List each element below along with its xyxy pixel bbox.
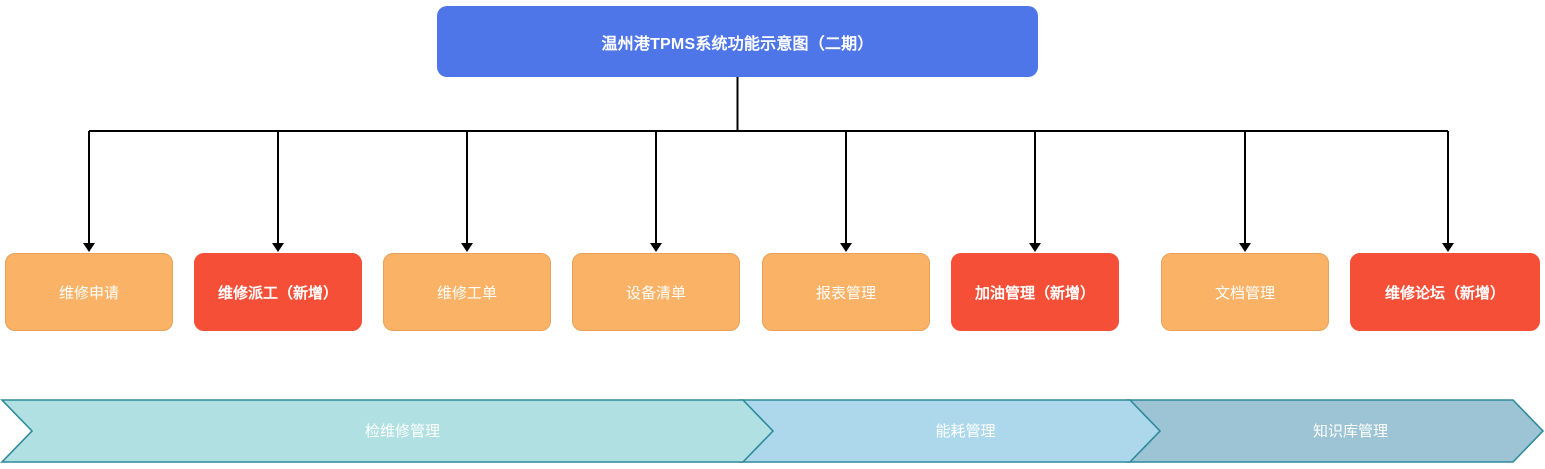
node-weixiu-shenqing[interactable]: 维修申请 (5, 253, 173, 331)
node-baobiao-guanli[interactable]: 报表管理 (762, 253, 930, 331)
arrowhead-5 (840, 243, 852, 252)
node-label: 维修申请 (58, 284, 119, 302)
node-jiayou-guanli[interactable]: 加油管理（新增） (951, 253, 1119, 331)
arrowhead-6 (1029, 243, 1041, 252)
node-weixiu-luntan[interactable]: 维修论坛（新增） (1350, 253, 1540, 331)
root-node-title[interactable]: 温州港TPMS系统功能示意图（二期） (437, 6, 1038, 77)
node-label: 文档管理 (1214, 284, 1275, 302)
node-label: 维修工单 (436, 284, 497, 302)
arrowhead-1 (83, 243, 95, 252)
node-shebei-qingdan[interactable]: 设备清单 (572, 253, 740, 331)
arrowhead-3 (461, 243, 473, 252)
node-label: 加油管理（新增） (974, 284, 1095, 302)
phase-chevrons (0, 399, 1545, 463)
arrowhead-8 (1442, 243, 1454, 252)
node-label: 报表管理 (815, 284, 876, 302)
node-weixiu-gongdan[interactable]: 维修工单 (383, 253, 551, 331)
connector-arrowheads (83, 243, 1454, 252)
arrowhead-7 (1239, 243, 1251, 252)
phase-chevron-knowledge[interactable] (1126, 399, 1545, 463)
node-weixiu-paigong[interactable]: 维修派工（新增） (194, 253, 362, 331)
arrowhead-2 (272, 243, 284, 252)
phase-band: 检维修管理 能耗管理 知识库管理 (0, 398, 1545, 464)
arrowhead-4 (650, 243, 662, 252)
node-label: 维修论坛（新增） (1384, 284, 1505, 302)
root-node-label: 温州港TPMS系统功能示意图（二期） (601, 35, 874, 53)
node-label: 设备清单 (625, 284, 686, 302)
phase-chevron-energy[interactable] (739, 399, 1162, 463)
node-wendang-guanli[interactable]: 文档管理 (1161, 253, 1329, 331)
phase-chevron-maintenance[interactable] (0, 399, 775, 463)
node-label: 维修派工（新增） (217, 284, 338, 302)
